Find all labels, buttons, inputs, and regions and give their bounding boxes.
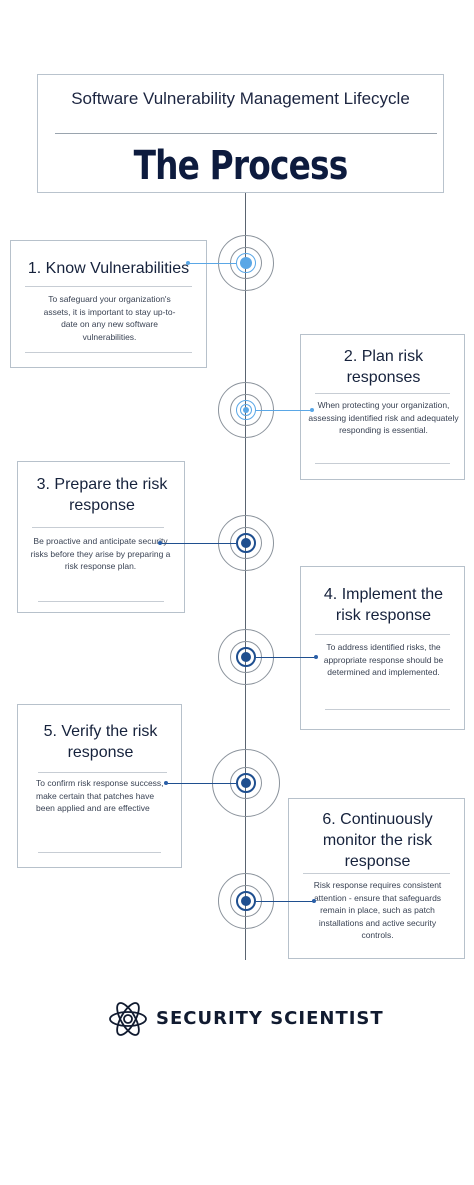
timeline-line [245,193,246,960]
step-divider [325,709,450,710]
step-divider [38,852,161,853]
step-description: To confirm risk response success, make c… [36,778,164,813]
step-card-4: 4. Implement the risk response To addres… [300,566,465,730]
step-divider [303,873,450,874]
title-divider [55,133,437,134]
step-card-3: 3. Prepare the risk response Be proactiv… [17,461,185,613]
step-title: 6. Continuously monitor the risk respons… [322,811,433,870]
page-title: The Process [133,143,349,189]
connector-dot-4 [314,655,318,659]
connector-dot-2 [310,408,314,412]
step-divider [315,463,450,464]
step-description: To address identified risks, the appropr… [323,642,444,677]
subtitle: Software Vulnerability Management Lifecy… [71,89,410,108]
step-divider [25,352,192,353]
brand-name: SECURITY SCIENTIST [156,1008,384,1029]
connector-4 [256,657,316,658]
step-description: Be proactive and anticipate security ris… [30,536,171,571]
atom-brain-icon [108,1002,148,1041]
step-card-5: 5. Verify the risk response To confirm r… [17,704,182,868]
step-divider [25,286,192,287]
step-description: Risk response requires consistent attent… [313,880,442,940]
step-title: 2. Plan risk responses [343,348,424,386]
step-card-1: 1. Know Vulnerabilities To safeguard you… [10,240,207,368]
connector-1 [188,263,236,264]
step-divider [315,634,450,635]
step-description: To safeguard your organization's assets,… [43,294,176,342]
step-divider [38,601,164,602]
step-divider [32,527,164,528]
footer-brand: SECURITY SCIENTIST [0,1000,474,1040]
step-card-2: 2. Plan risk responses When protecting y… [300,334,465,480]
connector-dot-1 [186,261,190,265]
connector-3 [160,543,236,544]
step-description: When protecting your organization, asses… [308,400,459,435]
step-divider [38,772,167,773]
connector-dot-5 [164,781,168,785]
step-title: 3. Prepare the risk response [36,476,168,514]
connector-5 [166,783,236,784]
connector-dot-6 [312,899,316,903]
step-divider [315,393,450,394]
connector-dot-3 [158,541,162,545]
step-card-6: 6. Continuously monitor the risk respons… [288,798,465,959]
title-box: Software Vulnerability Management Lifecy… [37,74,444,193]
connector-6 [256,901,314,902]
step-title: 5. Verify the risk response [43,723,158,761]
step-title: 1. Know Vulnerabilities [27,260,190,277]
connector-2 [256,410,312,411]
step-title: 4. Implement the risk response [323,586,444,624]
